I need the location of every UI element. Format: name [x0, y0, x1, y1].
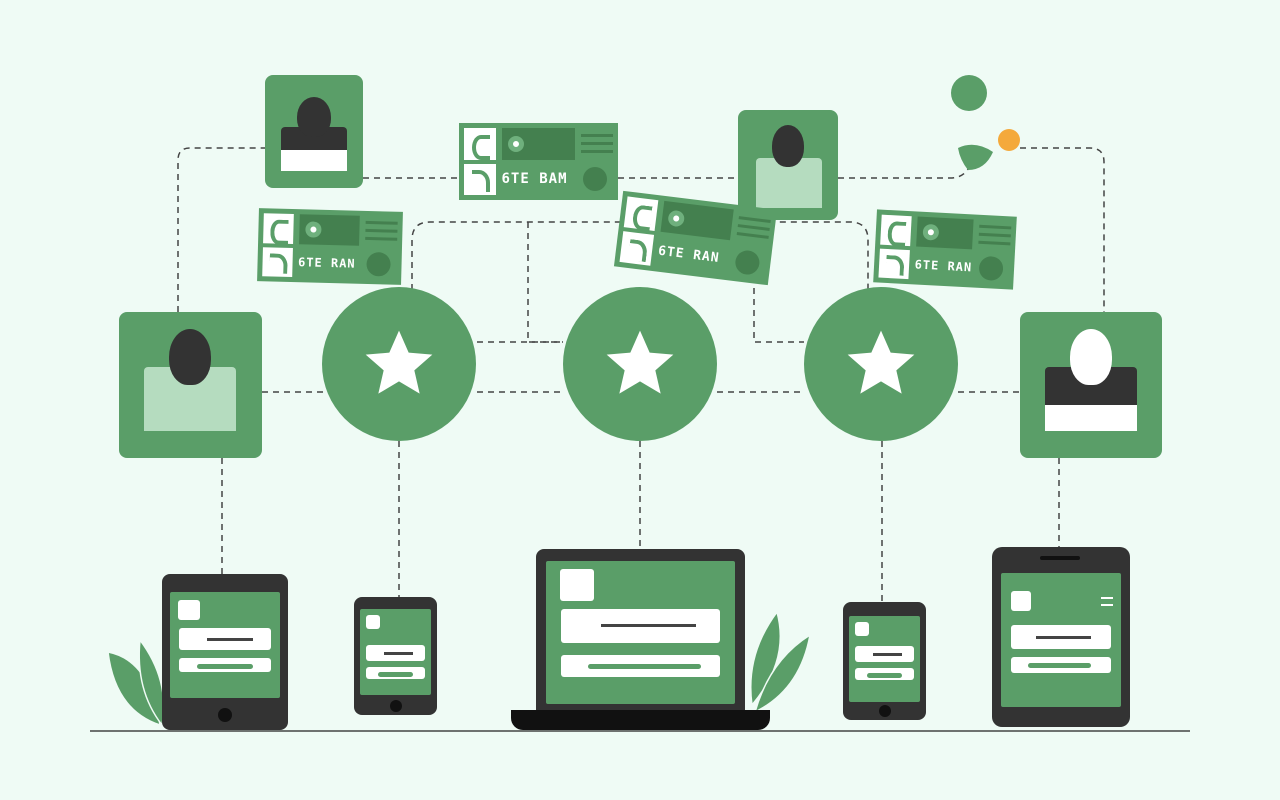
- c-icon: [263, 213, 294, 244]
- laptop-base: [511, 710, 770, 730]
- arc-icon: [878, 248, 910, 280]
- target-icon: [667, 209, 686, 227]
- star-node-3[interactable]: [804, 287, 958, 441]
- arc-icon: [262, 246, 293, 278]
- circle-icon: [583, 167, 607, 192]
- star-icon: [606, 330, 674, 394]
- app-icon: [1011, 591, 1031, 611]
- leaf-shape: [958, 144, 993, 170]
- leaf-icon: [107, 610, 812, 727]
- home-button[interactable]: [218, 708, 232, 722]
- laptop[interactable]: [536, 549, 745, 712]
- user-avatar-top-left[interactable]: [265, 75, 363, 188]
- star-node-2[interactable]: [563, 287, 717, 441]
- star-icon: [847, 330, 915, 394]
- menu-icon[interactable]: [1101, 597, 1113, 606]
- star-icon: [365, 330, 433, 394]
- circle-icon: [366, 252, 391, 277]
- phone-left[interactable]: [354, 597, 437, 715]
- card-label: 6TE BAM: [501, 171, 568, 188]
- card-label: 6TE RAN: [297, 255, 356, 271]
- green-dot: [951, 75, 987, 111]
- arc-icon: [464, 163, 496, 195]
- c-icon: [880, 214, 912, 246]
- star-node-1[interactable]: [322, 287, 476, 441]
- c-icon: [464, 128, 496, 160]
- target-icon: [507, 135, 524, 152]
- menu-icon: [365, 216, 398, 246]
- speaker: [1040, 556, 1080, 560]
- card-label: 6TE RAN: [914, 257, 973, 275]
- info-card-top[interactable]: 6TE BAM: [459, 123, 618, 200]
- app-icon: [366, 615, 380, 629]
- tablet-left[interactable]: [162, 574, 288, 730]
- menu-icon: [581, 128, 613, 160]
- app-icon: [560, 569, 594, 601]
- app-icon: [855, 622, 869, 636]
- home-button[interactable]: [878, 705, 891, 717]
- menu-icon: [978, 220, 1012, 251]
- info-card-right[interactable]: 6TE RAN: [873, 209, 1017, 290]
- info-card-left[interactable]: 6TE RAN: [257, 208, 403, 285]
- phone-right[interactable]: [843, 602, 926, 720]
- target-icon: [304, 221, 322, 238]
- home-button[interactable]: [389, 700, 402, 712]
- card-label: 6TE RAN: [657, 243, 721, 267]
- app-icon: [178, 600, 200, 620]
- c-icon: [623, 196, 659, 231]
- circle-icon: [978, 256, 1004, 282]
- menu-icon: [736, 210, 772, 245]
- user-avatar-left[interactable]: [119, 312, 262, 458]
- target-icon: [921, 223, 939, 241]
- user-avatar-top-right[interactable]: [738, 110, 838, 220]
- circle-icon: [734, 248, 761, 276]
- arc-icon: [619, 231, 655, 266]
- orange-dot: [998, 129, 1020, 151]
- tablet-right[interactable]: [992, 547, 1130, 727]
- user-avatar-right[interactable]: [1020, 312, 1162, 458]
